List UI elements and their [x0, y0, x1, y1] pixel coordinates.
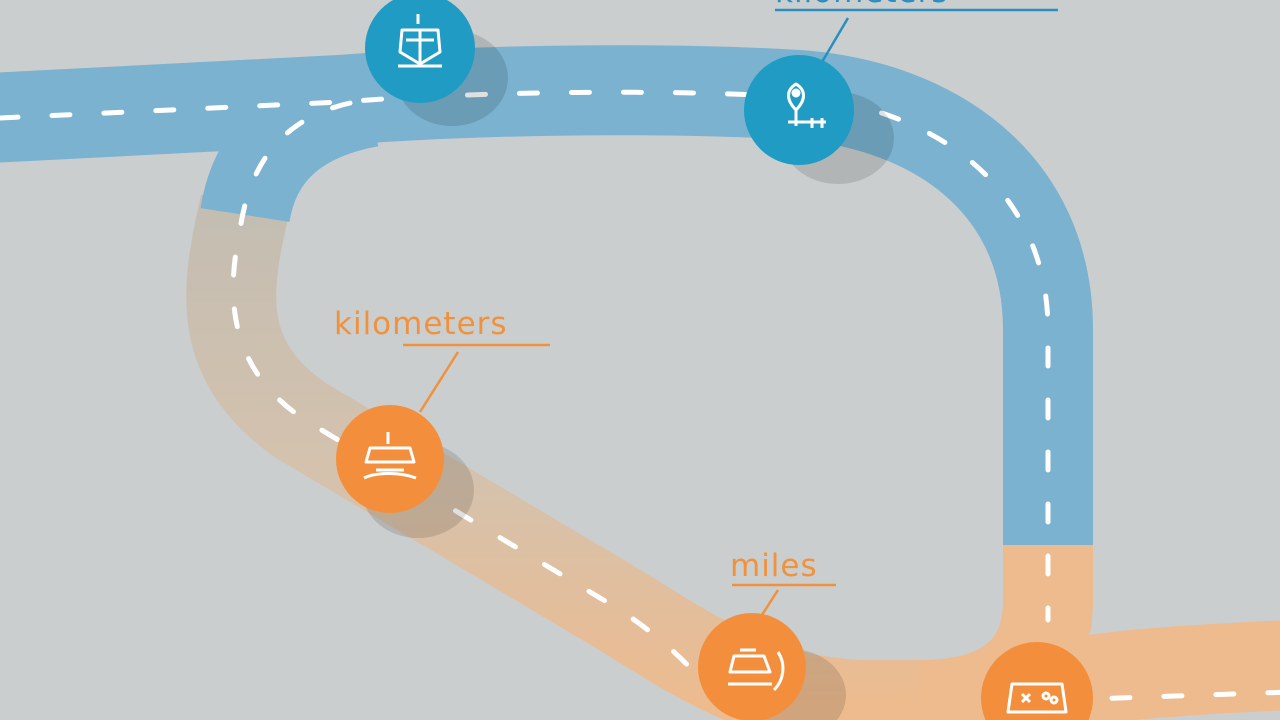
label-top-right: kilometers: [775, 0, 949, 10]
road-network: [0, 45, 1280, 720]
label-miles: miles: [730, 548, 818, 584]
road-blue-highway: [0, 45, 1093, 545]
satellite-dish-icon: [363, 432, 417, 480]
road-bottom-right: [919, 540, 1280, 720]
location-pin-icon: [787, 82, 826, 128]
marker-satellite[interactable]: [336, 405, 474, 538]
vehicle-icon: [728, 648, 785, 692]
road-blue-branch: [200, 57, 380, 224]
label-kilometers: kilometers: [334, 306, 508, 342]
marker-gamepad[interactable]: [981, 642, 1093, 720]
gamepad-icon: [1006, 682, 1068, 714]
label-connectors: [403, 8, 1058, 619]
marker-location[interactable]: [744, 55, 894, 184]
ship-icon: [398, 14, 442, 68]
marker-ship[interactable]: [365, 0, 508, 126]
marker-vehicle[interactable]: [698, 613, 846, 720]
